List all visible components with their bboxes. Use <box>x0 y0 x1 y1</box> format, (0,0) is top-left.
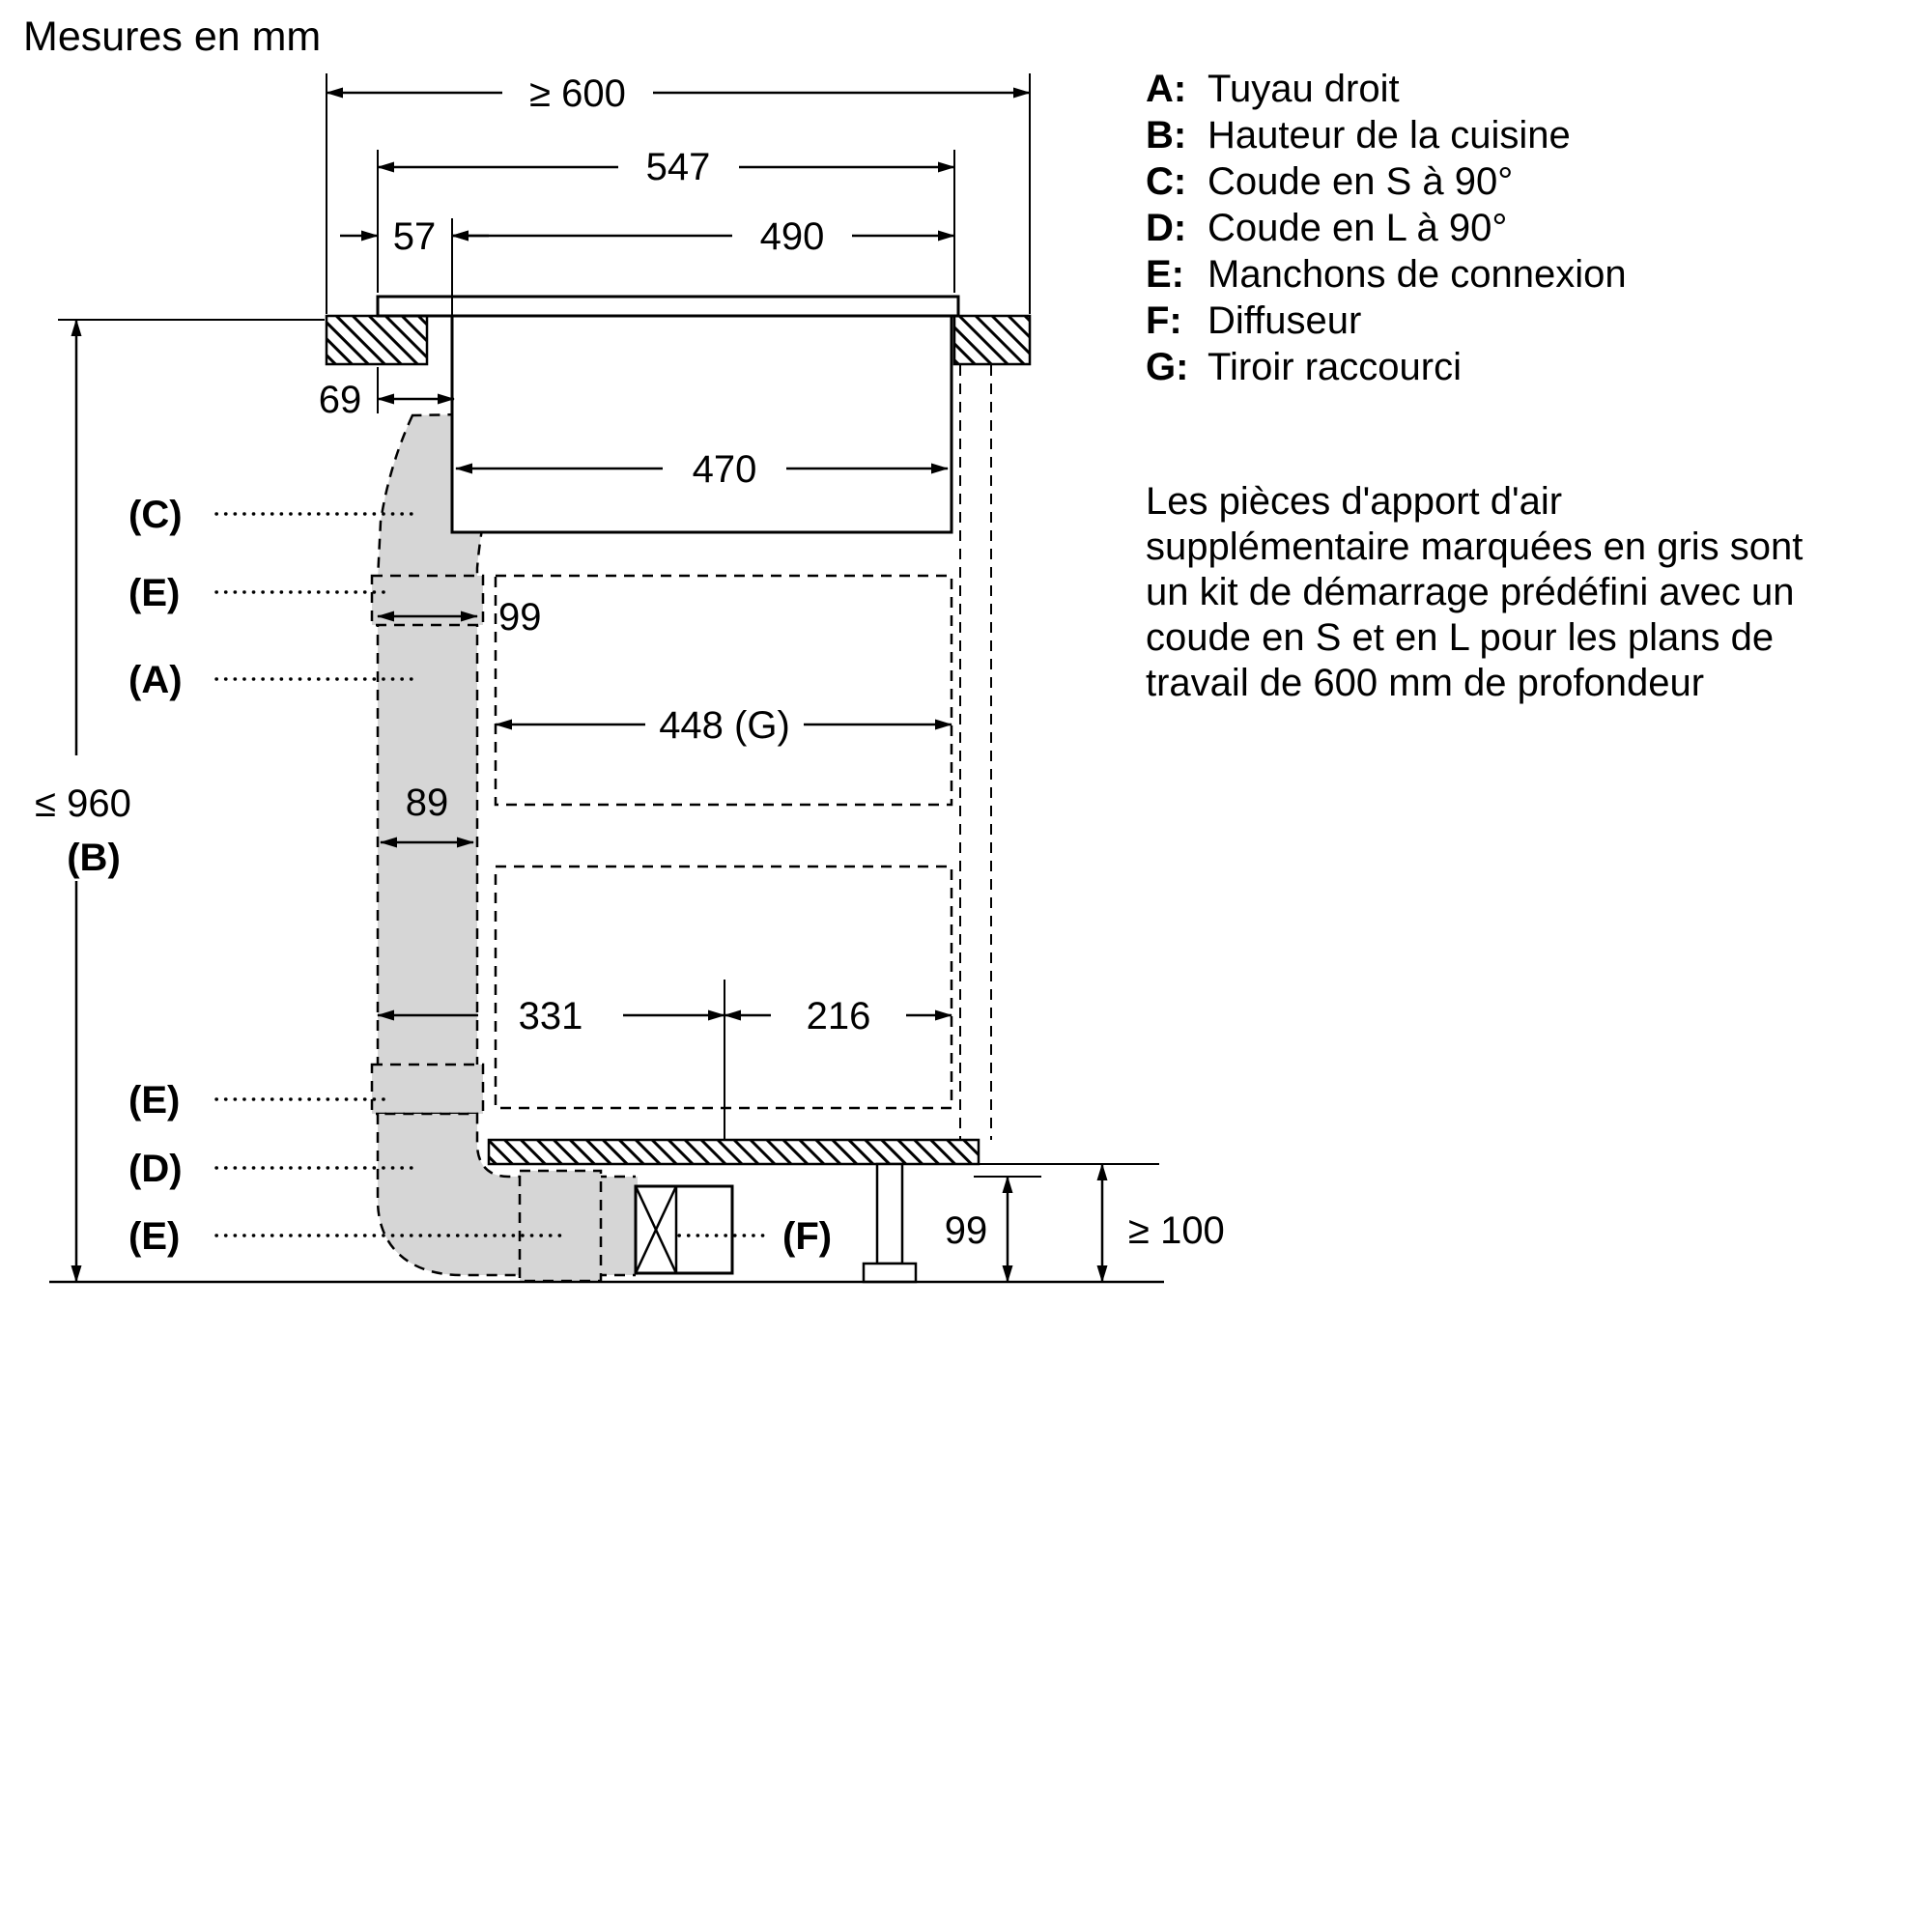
l-bend-duct <box>376 1112 543 1277</box>
dim-body-width-label: 490 <box>760 215 825 258</box>
legend-label: Diffuseur <box>1208 299 1361 342</box>
dim-floor-clearance-label: ≥ 100 <box>1128 1209 1225 1252</box>
diffuser <box>634 1184 734 1275</box>
label-connector-top: (E) <box>128 572 180 614</box>
cabinet-foot <box>862 1162 918 1284</box>
dim-left-offset-label: 57 <box>393 215 437 258</box>
legend-key: B: <box>1146 114 1186 156</box>
worktop-right-block <box>952 314 1032 366</box>
connector-mid <box>370 1063 485 1116</box>
dim-drawer-width-label: 448 (G) <box>659 704 790 747</box>
connector-bottom <box>518 1169 603 1283</box>
duct-kit <box>370 412 638 1283</box>
dim-inner-width-label: 470 <box>693 448 757 491</box>
dim-plate-width-label: 547 <box>646 146 711 188</box>
label-connector-bottom: (E) <box>128 1215 180 1258</box>
dim-duct-height-bottom-label: 99 <box>945 1209 988 1252</box>
dim-counter-depth: ≥ 600 <box>326 72 1031 314</box>
dim-offset-and-body: 57 490 <box>340 215 955 315</box>
legend-key: A: <box>1146 68 1186 110</box>
dim-plate-width: 547 <box>377 146 955 293</box>
dim-duct-width-top-label: 99 <box>498 596 542 639</box>
note-line: supplémentaire marquées en gris sont <box>1146 526 1803 568</box>
legend-label: Coude en S à 90° <box>1208 160 1513 203</box>
note-line: un kit de démarrage prédéfini avec un <box>1146 571 1795 613</box>
dim-total-height: ≤ 960 (B) <box>35 319 325 1283</box>
dim-duct-offset-label: 69 <box>319 379 362 421</box>
note-line: coude en S et en L pour les plans de <box>1146 616 1774 659</box>
legend-key: C: <box>1146 160 1186 203</box>
part-labels: (C) (E) (A) (E) (D) (E) (F) <box>128 494 832 1258</box>
legend-key: F: <box>1146 299 1182 342</box>
dim-counter-depth-label: ≥ 600 <box>529 72 626 115</box>
note-paragraph: Les pièces d'apport d'air supplémentaire… <box>1146 480 1803 704</box>
dim-base-widths: 331 216 <box>377 980 952 1140</box>
dim-duct-width-top: 99 <box>377 596 542 639</box>
legend: A: Tuyau droit B: Hauteur de la cuisine … <box>1146 68 1627 388</box>
worktop <box>325 314 1032 366</box>
legend-key: E: <box>1146 253 1184 296</box>
legend-label: Manchons de connexion <box>1208 253 1627 296</box>
hob-body <box>450 314 953 534</box>
rear-air-channel <box>959 365 992 1140</box>
label-straight-duct: (A) <box>128 659 183 701</box>
legend-label: Tiroir raccourci <box>1208 346 1462 388</box>
dim-drawer-width: 448 (G) <box>495 704 952 747</box>
label-diffuser: (F) <box>782 1215 832 1258</box>
label-s-bend: (C) <box>128 494 183 536</box>
legend-label: Tuyau droit <box>1208 68 1400 110</box>
cabinet-base <box>487 1138 980 1166</box>
label-connector-mid: (E) <box>128 1079 180 1122</box>
legend-key: D: <box>1146 207 1186 249</box>
drawer-outline <box>494 574 953 807</box>
dim-duct-width-mid: 89 <box>380 781 474 848</box>
dim-base-left-label: 331 <box>519 995 583 1037</box>
dim-duct-height-bottom: 99 <box>945 1176 1041 1283</box>
dim-duct-offset: 69 <box>319 367 455 421</box>
note-line: Les pièces d'apport d'air <box>1146 480 1562 523</box>
worktop-left-block <box>325 314 429 366</box>
note-line: travail de 600 mm de profondeur <box>1146 662 1704 704</box>
dim-total-height-ref-label: (B) <box>67 837 121 879</box>
dim-total-height-label: ≤ 960 <box>35 782 131 825</box>
label-l-bend: (D) <box>128 1148 183 1190</box>
page-title: Mesures en mm <box>23 14 321 60</box>
legend-label: Hauteur de la cuisine <box>1208 114 1571 156</box>
dim-duct-width-mid-label: 89 <box>406 781 449 824</box>
legend-label: Coude en L à 90° <box>1208 207 1507 249</box>
vertical-duct <box>378 580 477 1114</box>
connector-top <box>370 574 485 627</box>
dim-floor-clearance: ≥ 100 <box>1096 1163 1225 1283</box>
hob-top-plate <box>376 295 960 318</box>
legend-key: G: <box>1146 346 1188 388</box>
dim-base-right-label: 216 <box>807 995 871 1037</box>
dim-inner-width: 470 <box>455 448 949 491</box>
